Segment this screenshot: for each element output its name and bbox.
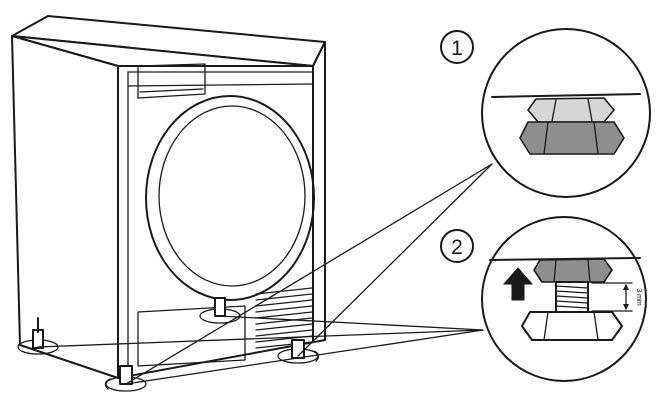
dryer-door (145, 95, 315, 301)
lock-nut-raised (533, 258, 613, 283)
tumble-dryer (11, 15, 326, 392)
water-container-drawer (137, 63, 206, 99)
callout-2: 2 (440, 229, 474, 263)
callout-1: 1 (440, 30, 474, 64)
foot-front-left (104, 365, 147, 392)
dryer-front-panel (117, 41, 326, 379)
foot-nut-lower (521, 311, 623, 341)
arrow-up-icon (502, 267, 534, 301)
control-panel (127, 63, 314, 99)
foot-nut-dark (519, 121, 625, 155)
service-flap (137, 305, 246, 367)
callout-1-number: 1 (451, 37, 463, 60)
lock-nut-top (527, 97, 615, 123)
leader-lines (37, 163, 493, 385)
foot-back-left (17, 317, 59, 355)
threaded-bolt (555, 281, 589, 313)
callout-2-number: 2 (451, 236, 463, 259)
vent-grille (255, 287, 313, 349)
dimension-bracket: 3 mm (591, 282, 642, 312)
dryer-left-side (11, 35, 119, 379)
detail-view-2: 3 mm (481, 216, 647, 382)
dimension-label: 3 mm (635, 288, 642, 306)
detail-view-1 (481, 28, 651, 198)
